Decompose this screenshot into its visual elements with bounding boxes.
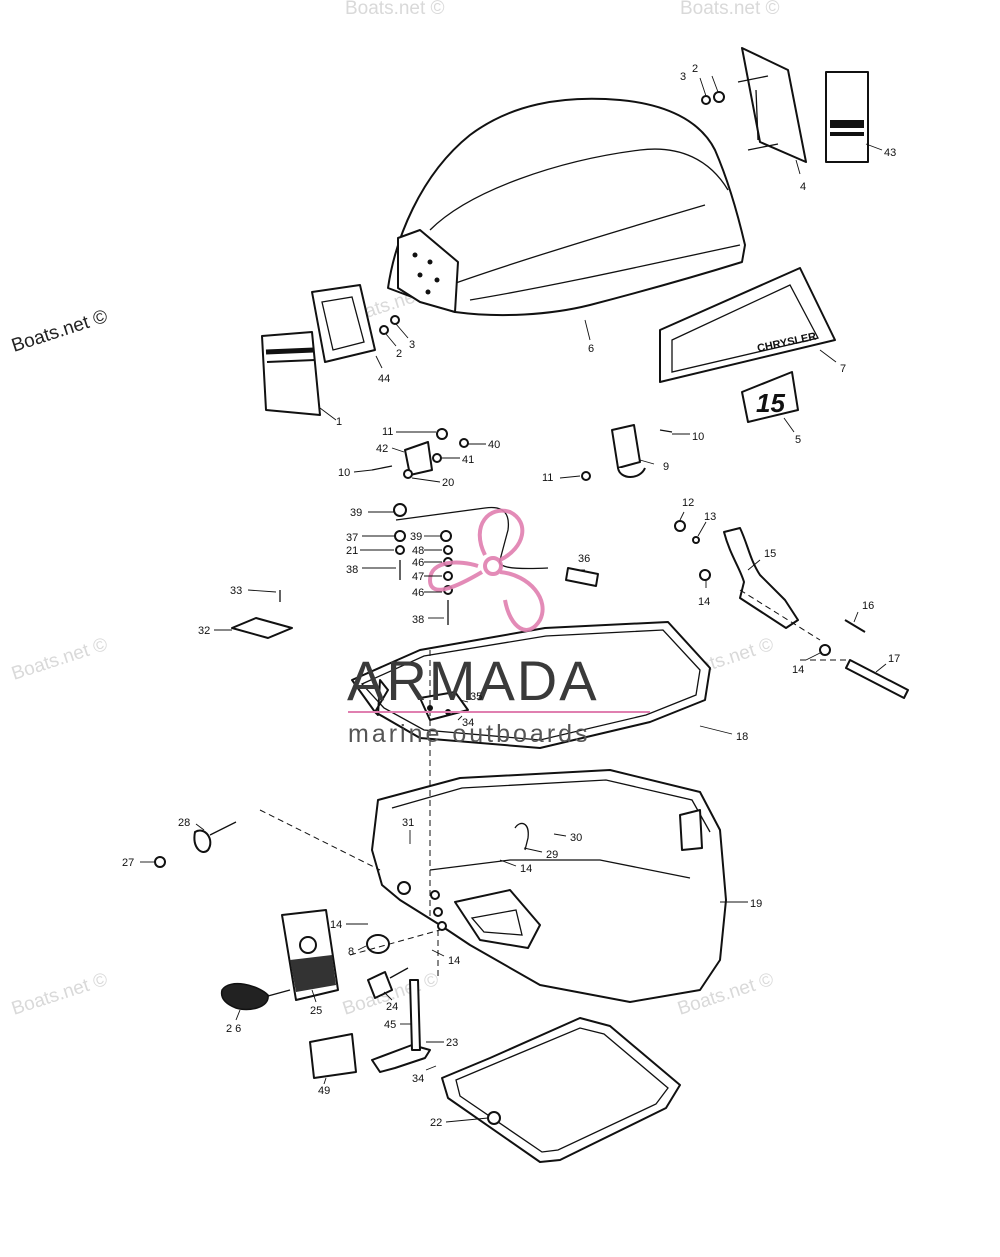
callout-45: 45 <box>384 1019 396 1031</box>
callout-18: 18 <box>736 731 748 743</box>
callout-39: 39 <box>410 531 422 543</box>
callout-35: 35 <box>470 691 482 703</box>
leader-lines <box>140 75 887 1123</box>
callout-26: 2 6 <box>226 1023 241 1035</box>
callout-2: 2 <box>692 63 698 75</box>
linkage-arm-23 <box>371 979 431 1073</box>
callout-49: 49 <box>318 1085 330 1097</box>
callout-30: 30 <box>570 832 582 844</box>
callout-15: 15 <box>764 548 776 560</box>
callout-46: 46 <box>412 587 424 599</box>
side-panel-25 <box>281 909 339 1001</box>
propeller-icon <box>427 508 545 632</box>
latch-assembly-left <box>371 428 469 479</box>
callout-46: 46 <box>412 557 424 569</box>
watermark: Boats.net © <box>680 0 780 19</box>
callout-8: 8 <box>348 946 354 958</box>
callout-11: 11 <box>382 426 393 438</box>
callout-5: 5 <box>795 434 801 446</box>
callout-22: 22 <box>430 1117 442 1129</box>
callout-10: 10 <box>338 467 350 479</box>
callout-4: 4 <box>800 181 806 193</box>
callout-17: 17 <box>888 653 900 665</box>
choke-knob-assembly <box>154 821 237 868</box>
throttle-linkage <box>393 503 599 625</box>
callout-6: 6 <box>588 343 594 355</box>
callout-23: 23 <box>446 1037 458 1049</box>
switch-24 <box>367 967 409 999</box>
decal-43 <box>825 71 869 163</box>
callout-3: 3 <box>680 71 686 83</box>
callout-48: 48 <box>412 545 424 557</box>
callout-34: 34 <box>462 717 474 729</box>
callout-47: 47 <box>412 571 424 583</box>
callout-29: 29 <box>546 849 558 861</box>
knob-26 <box>220 982 291 1011</box>
callout-14: 14 <box>792 664 804 676</box>
callout-27: 27 <box>122 857 134 869</box>
watermark: Boats.net © <box>9 634 110 685</box>
callout-42: 42 <box>376 443 388 455</box>
callout-36: 36 <box>578 553 590 565</box>
callout-12: 12 <box>682 497 694 509</box>
callout-9: 9 <box>663 461 669 473</box>
plug-8 <box>366 934 390 954</box>
rear-bracket-plate <box>737 47 807 163</box>
callout-2: 2 <box>396 348 402 360</box>
callout-13: 13 <box>704 511 716 523</box>
callout-14: 14 <box>698 596 710 608</box>
alignment-lines <box>259 589 850 980</box>
callout-25: 25 <box>310 1005 322 1017</box>
callout-31: 31 <box>402 817 414 829</box>
callout-14: 14 <box>448 955 460 967</box>
callout-34: 34 <box>412 1073 424 1085</box>
callout-10: 10 <box>692 431 704 443</box>
watermark: Boats.net © <box>345 0 445 19</box>
callout-3: 3 <box>409 339 415 351</box>
callout-14: 14 <box>330 919 342 931</box>
callout-38: 38 <box>412 614 424 626</box>
decal-1 <box>261 331 321 416</box>
callout-41: 41 <box>462 454 474 466</box>
side-decal-chrysler: CHRYSLER <box>659 267 836 383</box>
front-panel-44 <box>311 284 376 363</box>
hinge-bracket-9 <box>581 424 673 481</box>
lock-lever-assembly <box>674 520 909 699</box>
callout-28: 28 <box>178 817 190 829</box>
callout-19: 19 <box>750 898 762 910</box>
lower-cowl-19 <box>371 769 727 1003</box>
hp-decal-15: 15 <box>741 371 799 423</box>
callout-14: 14 <box>520 863 532 875</box>
part-callouts: 1 2 2 3 3 4 5 6 7 8 9 10 10 11 11 12 13 … <box>122 63 900 1129</box>
top-hardware <box>379 91 725 335</box>
callout-7: 7 <box>840 363 846 375</box>
armada-logo: ARMADA marine outboards <box>347 508 650 748</box>
logo-tagline-text: marine outboards <box>348 720 591 748</box>
callout-1: 1 <box>336 416 342 428</box>
callout-38: 38 <box>346 564 358 576</box>
watermark-prominent: Boats.net © <box>9 306 110 357</box>
callout-37: 37 <box>346 532 358 544</box>
callout-33: 33 <box>230 585 242 597</box>
callout-44: 44 <box>378 373 390 385</box>
logo-brand-text: ARMADA <box>347 649 599 712</box>
cover-plate-32 <box>231 590 293 639</box>
watermark: Boats.net © <box>9 969 110 1020</box>
top-cowl <box>387 97 746 317</box>
callout-39: 39 <box>350 507 362 519</box>
callout-20: 20 <box>442 477 454 489</box>
decal-number-text: 15 <box>756 388 785 418</box>
callout-43: 43 <box>884 147 896 159</box>
bottom-seal-22 <box>441 1017 681 1163</box>
callout-16: 16 <box>862 600 874 612</box>
callout-21: 21 <box>346 545 358 557</box>
callout-24: 24 <box>386 1001 398 1013</box>
decal-49 <box>309 1033 357 1079</box>
callout-32: 32 <box>198 625 210 637</box>
callout-11: 11 <box>542 472 553 484</box>
callout-40: 40 <box>488 439 500 451</box>
